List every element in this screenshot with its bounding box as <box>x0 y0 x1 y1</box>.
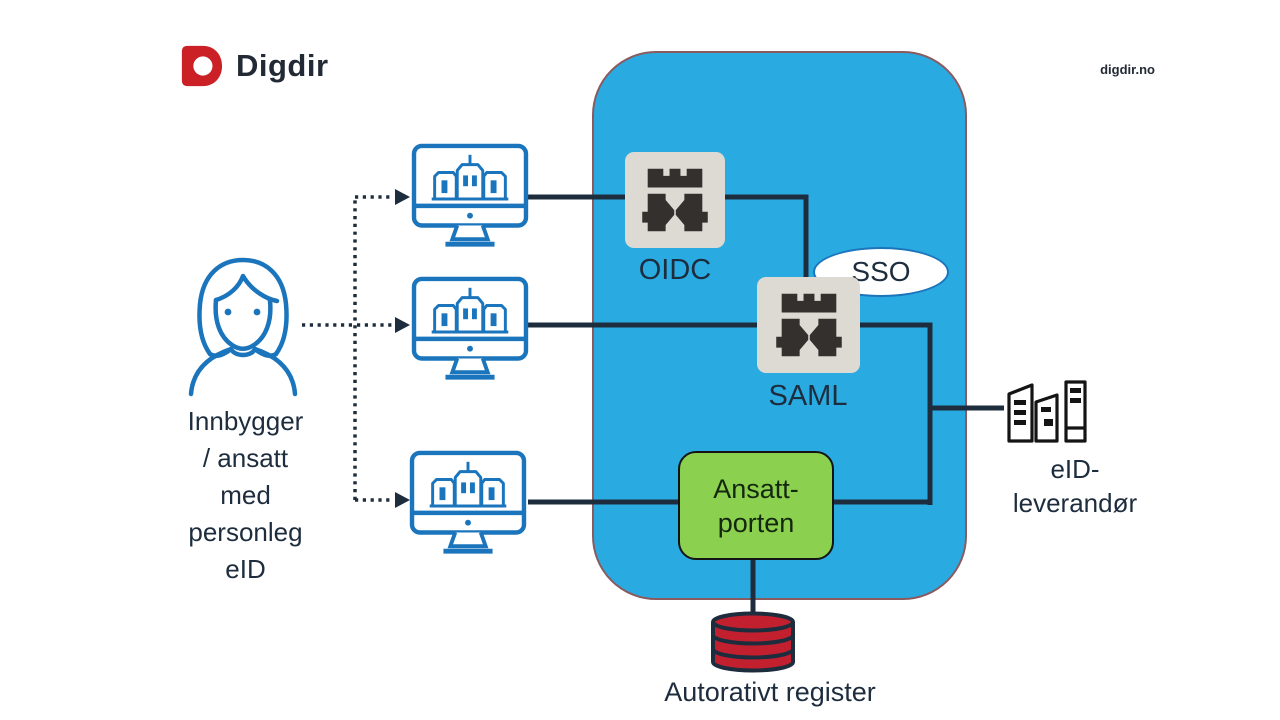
castle-gate-icon <box>757 277 860 373</box>
actor-label: Innbygger / ansatt med personleg eID <box>187 406 304 584</box>
sso-label: SSO <box>851 256 911 287</box>
oidc-label: OIDC <box>638 254 712 286</box>
monitor-portal-icon <box>409 450 527 554</box>
digdir-logo-mark-icon <box>181 45 223 87</box>
arrowhead-icon <box>395 492 410 508</box>
monitor-portal-icon <box>411 276 529 380</box>
office-buildings-icon <box>1007 380 1087 443</box>
citizen-person-icon <box>188 257 298 397</box>
brand-name: Digdir <box>236 48 329 83</box>
digdir-logo: Digdir <box>178 44 329 88</box>
monitor-portal-icon <box>411 143 529 247</box>
register-label: Autorativt register <box>664 677 876 707</box>
site-url: digdir.no <box>1100 62 1155 77</box>
ansattporten-box: Ansatt- porten <box>678 451 834 560</box>
eid-provider-label: eID- leverandør <box>1012 454 1138 518</box>
arrowhead-icon <box>395 189 410 205</box>
database-cylinder-icon <box>711 611 795 673</box>
line-saml-down <box>858 322 933 505</box>
arrowhead-icon <box>395 317 410 333</box>
castle-gate-icon <box>625 152 725 248</box>
line-oidc-saml <box>723 194 809 280</box>
saml-label: SAML <box>768 380 848 412</box>
